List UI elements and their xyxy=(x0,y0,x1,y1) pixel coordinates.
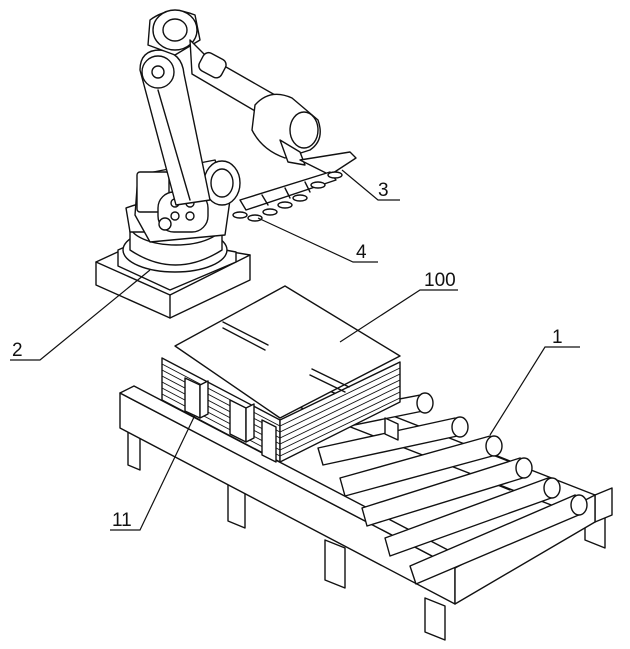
label-conveyor: 1 xyxy=(552,327,563,348)
label-suction-cups: 4 xyxy=(356,242,367,263)
label-stack: 100 xyxy=(424,270,456,291)
label-end-effector: 3 xyxy=(378,180,389,201)
label-stop-blocks: 11 xyxy=(112,510,132,531)
robot-arm xyxy=(135,10,320,242)
label-robot-base: 2 xyxy=(12,340,23,361)
